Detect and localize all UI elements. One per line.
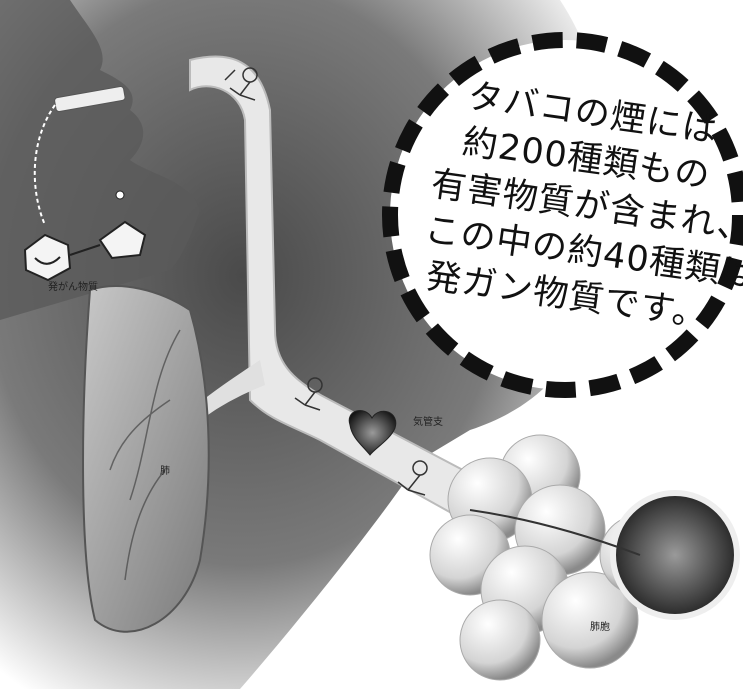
label-lung: 肺: [160, 462, 170, 477]
label-alveoli: 肺胞: [590, 618, 610, 633]
label-carcinogen: 発がん物質: [48, 278, 98, 293]
magnified-alveolus: [613, 493, 737, 617]
lung: [83, 286, 209, 632]
callout-text: タバコの煙には 約200種類もの 有害物質が含まれ、 この中の約40種類は 発ガ…: [415, 70, 743, 340]
label-bronchi: 気管支: [413, 413, 443, 428]
